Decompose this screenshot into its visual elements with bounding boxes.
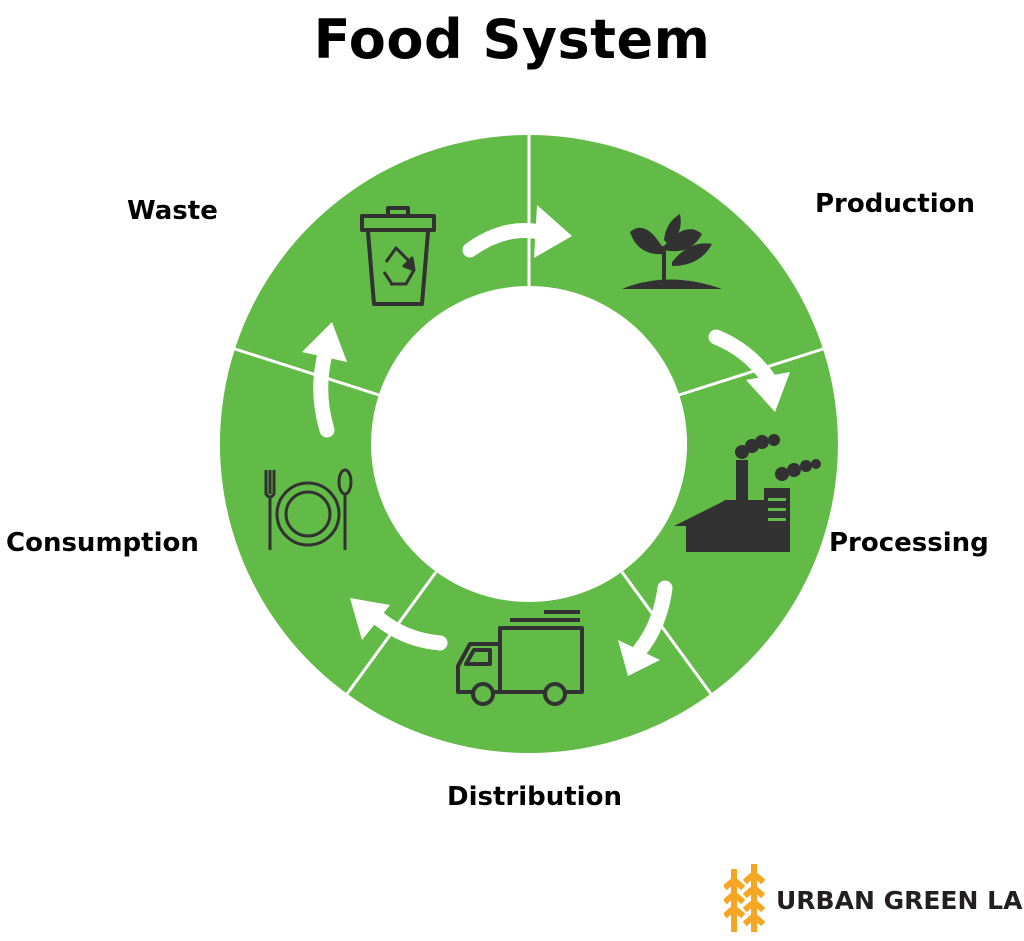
label-waste: Waste [127,196,218,226]
seedling-icon [622,214,722,289]
arrow-consumption-to-waste [302,322,347,438]
logo-text: URBAN GREEN LAB™ [776,886,1024,915]
smoke [735,434,821,481]
factory-icon [674,434,821,552]
flow-arrows [302,205,790,676]
recycle-symbol [382,246,416,286]
urban-green-lab-logo: URBAN GREEN LAB™ [724,864,1024,934]
label-production: Production [815,189,975,219]
arrow-processing-to-distribution [618,580,673,676]
page-title: Food System [313,8,711,71]
arrow-production-to-processing [708,329,790,412]
truck-icon [456,610,584,706]
plate-utensils-icon [264,468,353,550]
recycle-bin-icon [360,206,436,306]
building-stripes-icon [724,864,766,932]
label-distribution: Distribution [447,782,622,812]
label-processing: Processing [829,528,989,558]
arrow-distribution-to-consumption [350,598,448,651]
label-consumption: Consumption [6,528,199,558]
arrow-waste-to-production [462,205,572,258]
